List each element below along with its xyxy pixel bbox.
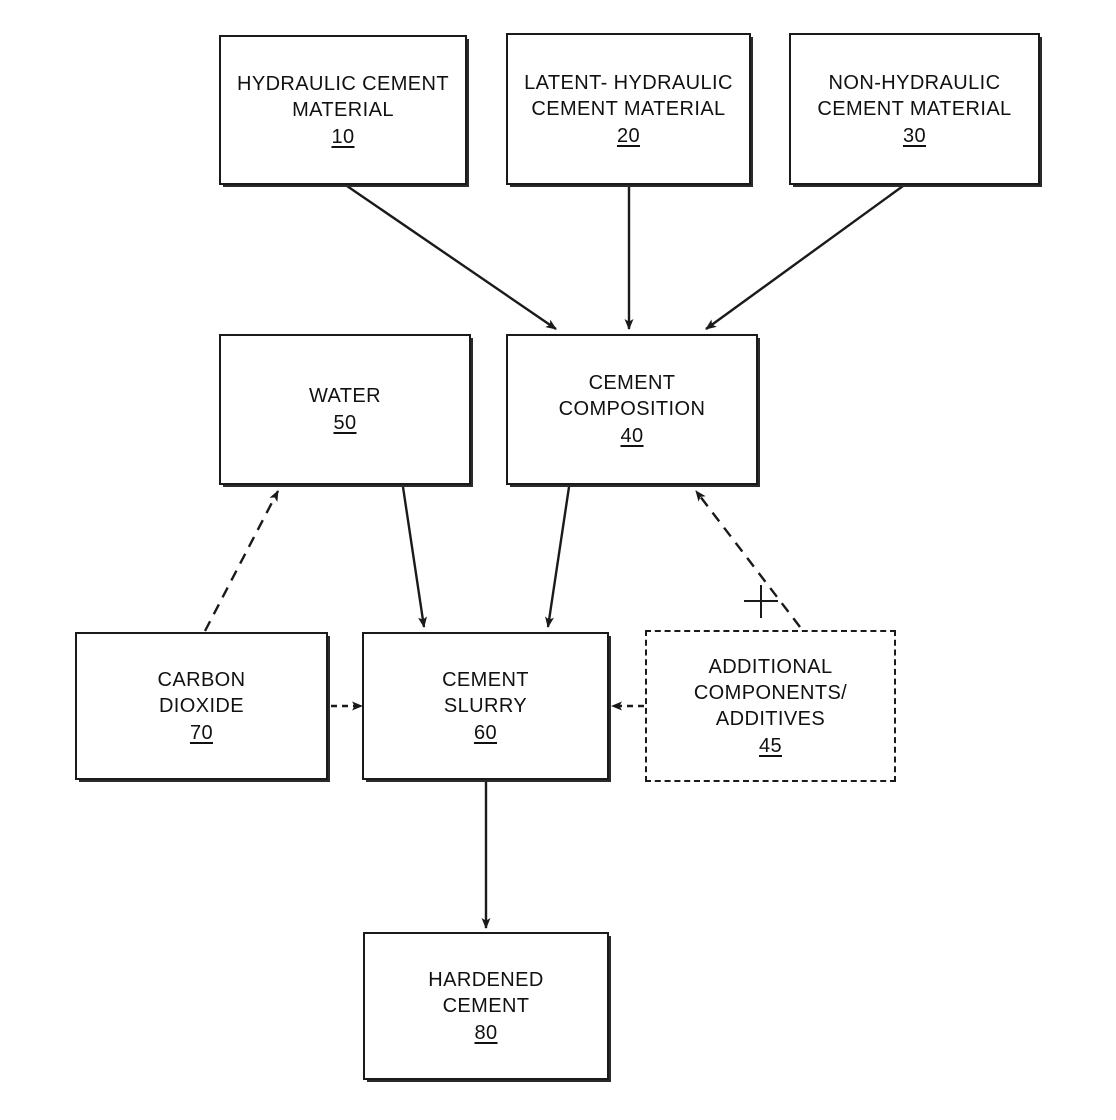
node-non-hydraulic-cement-material[interactable]: NON-HYDRAULIC CEMENT MATERIAL 30 <box>789 33 1040 185</box>
node-label: HARDENED CEMENT <box>428 968 544 1017</box>
node-cement-composition[interactable]: CEMENT COMPOSITION 40 <box>506 334 758 485</box>
node-label: CEMENT SLURRY <box>442 668 529 717</box>
node-reference-numeral: 40 <box>620 425 644 447</box>
node-label: WATER <box>309 385 381 407</box>
node-latent-hydraulic-cement-material[interactable]: LATENT- HYDRAULIC CEMENT MATERIAL 20 <box>506 33 751 185</box>
node-hydraulic-cement-material[interactable]: HYDRAULIC CEMENT MATERIAL 10 <box>219 35 467 185</box>
node-label: NON-HYDRAULIC CEMENT MATERIAL <box>817 71 1012 120</box>
node-reference-numeral: 10 <box>331 125 355 148</box>
node-reference-numeral: 50 <box>333 412 357 434</box>
edge-co2-to-water <box>203 490 280 632</box>
center-mark-icon <box>744 585 778 618</box>
edge-additives-to-composition <box>695 490 801 628</box>
node-reference-numeral: 70 <box>189 721 214 744</box>
node-label: CARBON DIOXIDE <box>157 668 246 717</box>
edge-nonhydraulic-to-composition <box>705 185 904 330</box>
node-reference-numeral: 80 <box>474 1021 498 1044</box>
node-label: HYDRAULIC CEMENT MATERIAL <box>237 72 449 121</box>
node-hardened-cement[interactable]: HARDENED CEMENT 80 <box>363 932 609 1080</box>
node-reference-numeral: 45 <box>758 734 783 757</box>
node-label: ADDITIONAL COMPONENTS/ ADDITIVES <box>693 655 848 730</box>
node-carbon-dioxide[interactable]: CARBON DIOXIDE 70 <box>75 632 328 780</box>
edge-hydraulic-to-composition <box>346 185 557 330</box>
node-label: CEMENT COMPOSITION <box>558 372 706 420</box>
node-reference-numeral: 20 <box>616 124 641 147</box>
node-label: LATENT- HYDRAULIC CEMENT MATERIAL <box>524 71 733 120</box>
node-additional-components-additives[interactable]: ADDITIONAL COMPONENTS/ ADDITIVES 45 <box>645 630 896 782</box>
node-cement-slurry[interactable]: CEMENT SLURRY 60 <box>362 632 609 780</box>
node-water[interactable]: WATER 50 <box>219 334 471 485</box>
node-reference-numeral: 60 <box>473 721 498 744</box>
edge-water-to-slurry <box>401 486 427 628</box>
edge-composition-to-slurry <box>545 486 571 628</box>
node-reference-numeral: 30 <box>902 124 927 147</box>
